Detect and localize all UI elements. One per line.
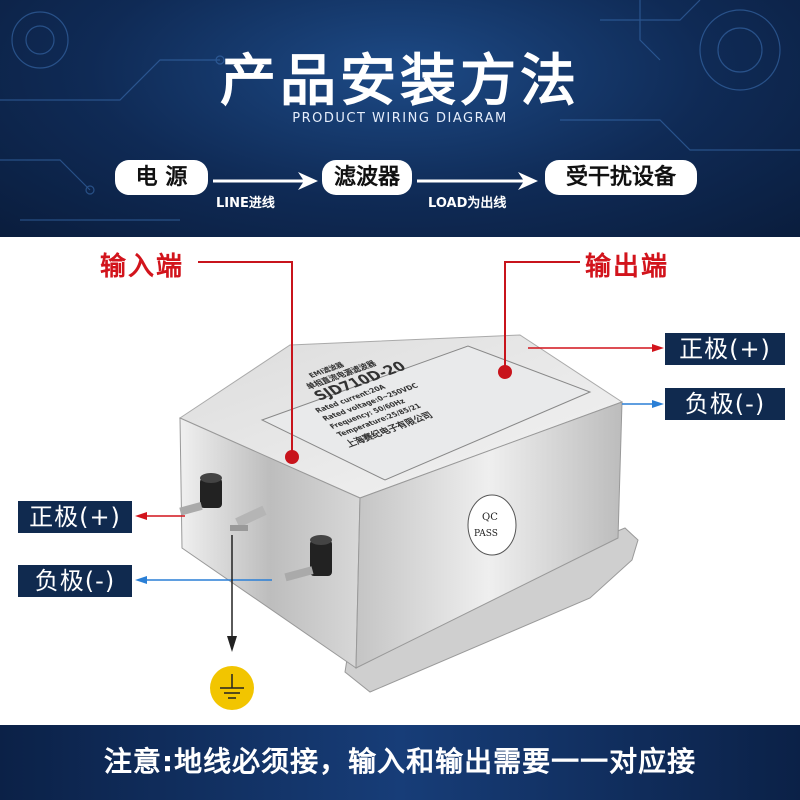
arrow-down-icon (227, 535, 237, 652)
output-callout-line (504, 261, 580, 368)
arrow-right-icon (213, 172, 318, 190)
arrow-left-icon (135, 576, 272, 584)
terminal-negative-input (284, 535, 332, 582)
flow-step-device: 受干扰设备 (545, 160, 697, 195)
input-callout-line (198, 261, 293, 452)
svg-text:PASS: PASS (474, 529, 498, 539)
page-subtitle: PRODUCT WIRING DIAGRAM (292, 111, 508, 126)
footer-note: 注意:地线必须接，输入和输出需要一一对应接 (103, 745, 697, 778)
flow-arrows (213, 172, 538, 190)
input-callout-dot (285, 450, 299, 464)
input-end-label: 输入端 (100, 252, 185, 282)
header-banner: 产品安装方法 PRODUCT WIRING DIAGRAM 电 源 滤波器 受干… (0, 0, 800, 237)
page-title: 产品安装方法 (220, 49, 580, 114)
arrow-right-icon (417, 172, 538, 190)
arrow-left-icon (135, 512, 185, 520)
output-positive-tag: 正极(+) (665, 333, 785, 365)
flow-label-line: LINE进线 (216, 196, 275, 211)
flow-label-load: LOAD为出线 (428, 196, 507, 211)
circuit-background (0, 0, 800, 221)
product-label-plate (260, 345, 592, 481)
output-callout-dot (498, 365, 512, 379)
flow-step-filter: 滤波器 (322, 160, 412, 195)
input-negative-tag: 负极(-) (18, 565, 132, 597)
ground-icon (210, 666, 254, 710)
terminal-positive-input (179, 473, 222, 516)
flow-step-power: 电 源 (115, 160, 208, 195)
qc-pass-sticker: QC PASS (467, 494, 517, 556)
arrow-right-icon (622, 400, 664, 408)
terminal-ground (230, 505, 267, 531)
output-end-label: 输出端 (585, 252, 670, 282)
footer-banner (0, 725, 800, 800)
input-positive-tag: 正极(+) (18, 501, 132, 533)
mounting-flange (344, 527, 639, 693)
svg-text:QC: QC (482, 512, 498, 523)
arrow-right-icon (528, 344, 664, 352)
output-negative-tag: 负极(-) (665, 388, 785, 420)
